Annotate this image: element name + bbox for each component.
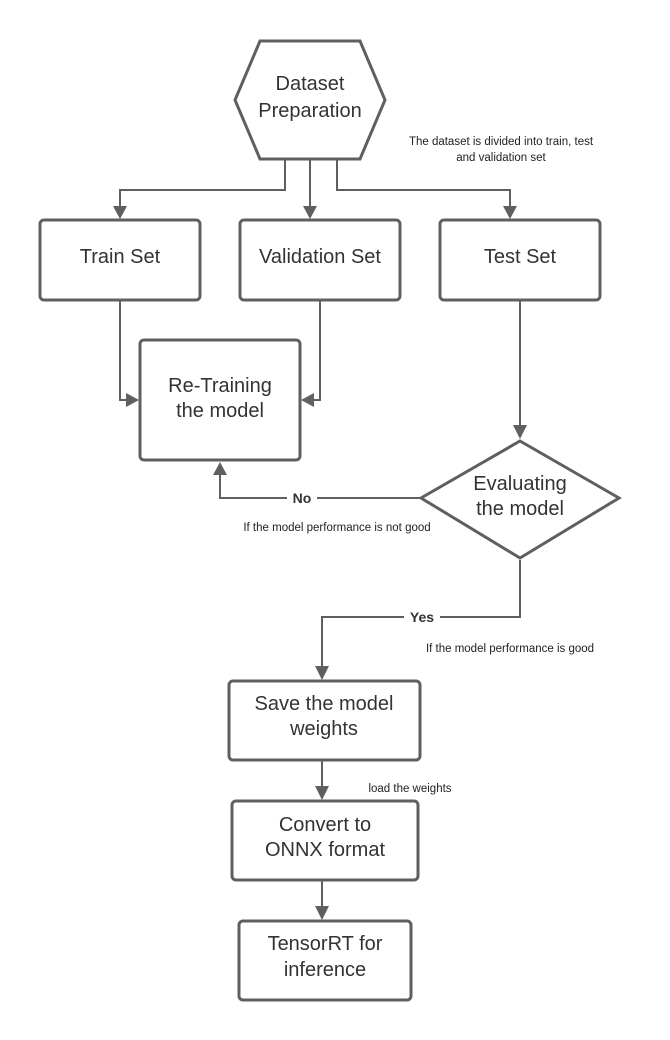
test-set-label: Test Set (484, 246, 557, 268)
save-weights-line1: Save the model (255, 693, 394, 715)
arrow-validation (303, 206, 317, 219)
arrow-test (503, 206, 517, 219)
dataset-split-note-line1: The dataset is divided into train, test (409, 136, 594, 148)
arrow-retraining-left (126, 393, 139, 407)
yes-edge-label: Yes (410, 609, 434, 625)
load-weights-note: load the weights (368, 783, 451, 795)
dataset-preparation-line1: Dataset (276, 73, 345, 95)
not-good-note: If the model performance is not good (243, 522, 430, 534)
arrow-convert (315, 786, 329, 800)
arrow-yes (315, 666, 329, 680)
edge-dataset-to-test (336, 160, 511, 206)
retraining-node (138, 338, 302, 462)
arrow-train (113, 206, 127, 219)
validation-set-node (238, 218, 402, 302)
train-set-label: Train Set (80, 246, 161, 268)
edge-no-loop (219, 475, 421, 499)
arrow-no-loop (213, 462, 227, 475)
edge-dataset-to-train (119, 160, 286, 206)
arrow-tensorrt (315, 906, 329, 920)
yes-label-bg (404, 607, 440, 627)
save-weights-node (227, 679, 422, 762)
arrow-retraining-right (301, 393, 314, 407)
tensorrt-node (237, 919, 413, 1002)
convert-onnx-node (230, 799, 420, 882)
edge-validation-to-retraining (314, 300, 321, 401)
tensorrt-line2: inference (284, 959, 366, 981)
validation-set-label: Validation Set (259, 246, 381, 268)
edge-train-to-retraining (119, 300, 126, 401)
dataset-preparation-line2: Preparation (258, 100, 361, 122)
test-set-node (438, 218, 602, 302)
train-set-node (38, 218, 202, 302)
retraining-line2: the model (176, 400, 264, 422)
convert-onnx-line2: ONNX format (265, 839, 385, 861)
no-label-bg (287, 488, 317, 508)
evaluating-line2: the model (476, 498, 564, 520)
dataset-preparation-node (233, 39, 387, 161)
dataset-split-note-line2: and validation set (456, 152, 546, 164)
retraining-line1: Re-Training (168, 375, 272, 397)
tensorrt-line1: TensorRT for (268, 933, 383, 955)
no-edge-label: No (293, 490, 312, 506)
evaluating-decision-node (418, 439, 622, 560)
convert-onnx-line1: Convert to (279, 814, 371, 836)
save-weights-line2: weights (289, 718, 358, 740)
arrow-evaluating (513, 425, 527, 439)
evaluating-line1: Evaluating (473, 473, 566, 495)
good-note: If the model performance is good (426, 643, 594, 655)
